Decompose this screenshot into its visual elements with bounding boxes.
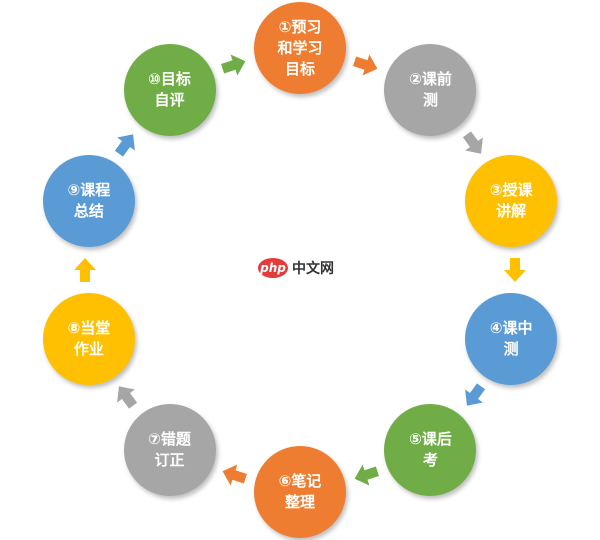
step-label: ④课中 测 <box>489 318 533 358</box>
step-node-10: ⑩目标 自评 <box>123 44 216 137</box>
flow-arrow-icon <box>108 125 144 161</box>
step-node-1: ①预习 和学习 目标 <box>254 2 346 94</box>
flow-arrow-icon <box>217 49 250 82</box>
step-node-7: ⑦错题 订正 <box>123 403 216 496</box>
step-label: ⑤课后 考 <box>409 429 452 469</box>
step-node-3: ③授课 讲解 <box>465 155 558 248</box>
step-node-5: ⑤课后 考 <box>384 403 477 496</box>
step-label: ③授课 讲解 <box>489 181 533 221</box>
step-label: ⑩目标 自评 <box>148 70 191 110</box>
flow-arrow-icon <box>217 458 250 491</box>
watermark-text: 中文网 <box>292 261 334 277</box>
step-label: ⑦错题 订正 <box>148 429 191 469</box>
flow-arrow-icon <box>108 378 144 414</box>
step-node-4: ④课中 测 <box>465 292 558 385</box>
step-label: ①预习 和学习 目标 <box>277 17 323 78</box>
flow-arrow-icon <box>350 458 383 491</box>
step-label: ⑧当堂 作业 <box>67 318 111 358</box>
flow-arrow-icon <box>502 257 528 283</box>
step-node-6: ⑥笔记 整理 <box>254 446 346 538</box>
step-node-2: ②课前 测 <box>384 44 477 137</box>
step-node-9: ⑨课程 总结 <box>42 155 135 248</box>
flow-arrow-icon <box>456 378 492 414</box>
flow-arrow-icon <box>350 49 383 82</box>
step-label: ②课前 测 <box>409 70 452 110</box>
watermark: php 中文网 <box>258 258 334 278</box>
step-label: ⑥笔记 整理 <box>278 472 322 511</box>
php-logo: php <box>258 258 288 278</box>
flow-arrow-icon <box>72 257 98 283</box>
step-label: ⑨课程 总结 <box>67 181 111 221</box>
step-node-8: ⑧当堂 作业 <box>42 292 135 385</box>
flow-arrow-icon <box>456 125 492 161</box>
